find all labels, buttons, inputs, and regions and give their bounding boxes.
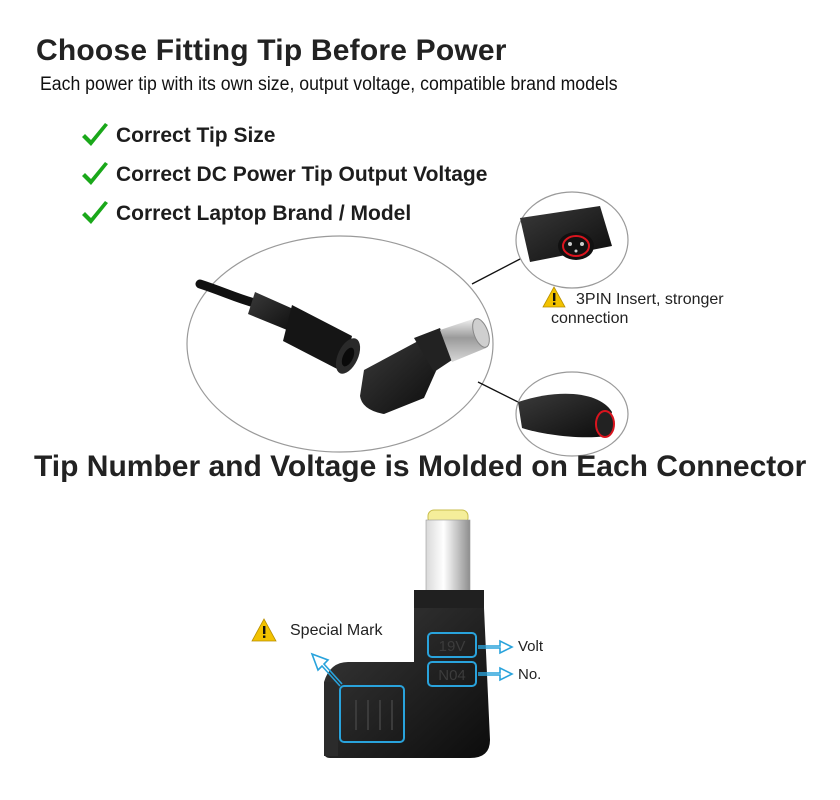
section-title: Tip Number and Voltage is Molded on Each…	[34, 450, 807, 483]
checklist-item-label: Correct Tip Size	[116, 123, 276, 147]
checklist-item: Correct DC Power Tip Output Voltage	[80, 155, 487, 194]
warning-icon	[251, 618, 277, 642]
checklist-item: Correct Tip Size	[80, 116, 487, 155]
warning-icon	[542, 286, 566, 308]
no-label: No.	[518, 666, 542, 683]
insert-note: 3PIN Insert, stronger	[576, 290, 724, 309]
checkmark-icon	[82, 161, 108, 185]
callout-line	[471, 257, 523, 285]
tip-detail-connector	[518, 393, 615, 438]
special-mark-label: Special Mark	[290, 622, 383, 639]
special-mark-arrow	[310, 652, 343, 687]
checkmark-icon	[82, 200, 108, 224]
no-arrow	[478, 666, 514, 682]
page-subtitle: Each power tip with its own size, output…	[40, 74, 618, 95]
checklist-item-label: Correct DC Power Tip Output Voltage	[116, 162, 488, 186]
checklist-item-label: Correct Laptop Brand / Model	[116, 201, 412, 225]
cable-plug	[195, 279, 361, 374]
molded-number: N04	[438, 667, 466, 684]
checkmark-icon	[82, 122, 108, 146]
insert-note-line2: connection	[551, 310, 629, 327]
checklist-item: Correct Laptop Brand / Model	[80, 194, 487, 233]
volt-arrow	[478, 639, 514, 655]
molded-connector	[324, 509, 490, 758]
checklist: Correct Tip Size Correct DC Power Tip Ou…	[80, 116, 487, 233]
page-title: Choose Fitting Tip Before Power	[36, 34, 507, 67]
molded-voltage: 19V	[439, 638, 466, 655]
pin-detail-connector	[520, 206, 612, 262]
volt-label: Volt	[518, 638, 544, 655]
callout-line	[477, 381, 525, 406]
right-angle-tip	[360, 318, 490, 414]
insert-note-line1: 3PIN Insert, stronger	[576, 291, 724, 308]
